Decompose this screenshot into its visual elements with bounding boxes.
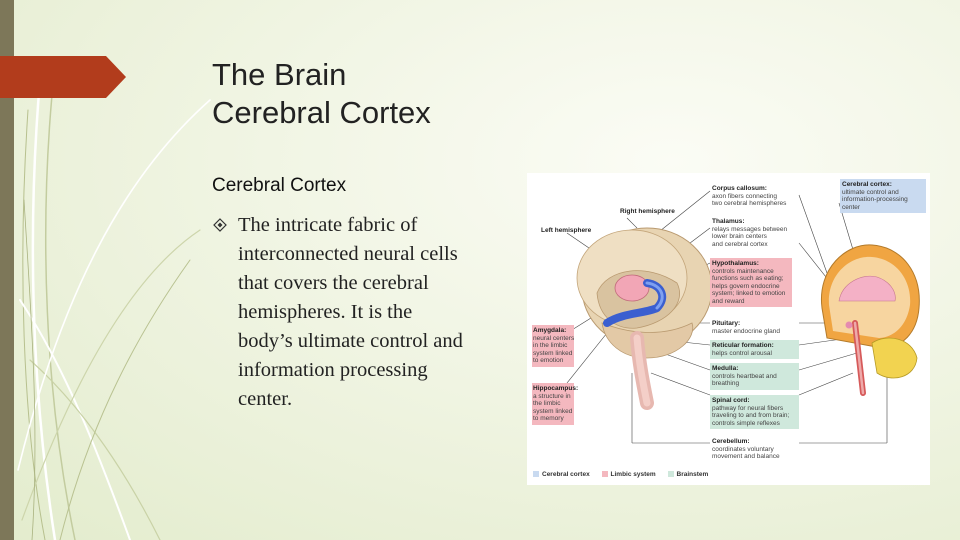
section-subheading: Cerebral Cortex (212, 175, 347, 196)
left-accent-band (0, 0, 14, 540)
bullet-line: body’s ultimate control and (238, 330, 463, 352)
figure-legend: Cerebral cortex Limbic system Brainstem (533, 471, 718, 478)
title-line-2: Cerebral Cortex (212, 95, 431, 130)
label-reticular-formation: Reticular formation:helps control arousa… (710, 340, 799, 359)
bullet-line: that covers the cerebral (238, 272, 429, 294)
label-left-hemisphere: Left hemisphere (541, 227, 592, 234)
bullet-line: hemispheres. It is the (238, 301, 413, 323)
slide-title: The Brain Cerebral Cortex (212, 56, 532, 132)
bullet-line: information processing (238, 359, 428, 381)
bullet-line: interconnected neural cells (238, 243, 458, 265)
legend-item-cortex: Cerebral cortex (533, 471, 590, 478)
decorative-curves (17, 78, 211, 540)
legend-item-limbic: Limbic system (601, 471, 656, 478)
label-pituitary: Pituitary:master endocrine gland (712, 320, 780, 335)
diamond-bullet-icon (213, 218, 227, 232)
title-line-1: The Brain (212, 57, 347, 92)
brain-illustration (566, 190, 920, 444)
brain-anatomy-figure: Right hemisphere Left hemisphere Amygdal… (527, 173, 930, 485)
bullet-text: The intricate fabric of interconnected n… (238, 211, 528, 414)
label-right-hemisphere: Right hemisphere (620, 208, 675, 215)
legend-item-brainstem: Brainstem (667, 471, 708, 478)
bullet-line: center. (238, 388, 293, 410)
title-accent-arrow (0, 56, 126, 98)
bullet-line: The intricate fabric of (238, 214, 418, 236)
